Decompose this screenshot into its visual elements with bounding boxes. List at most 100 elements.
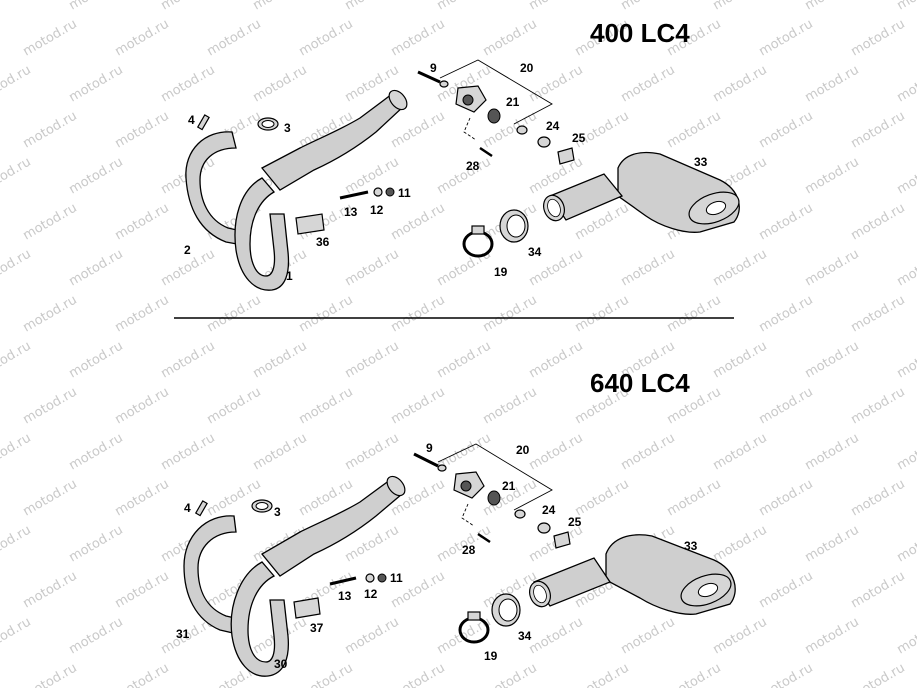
mid-pipe-outlet — [388, 89, 408, 111]
watermark-text: motod.ru — [803, 431, 862, 474]
header-pipe-1 — [234, 177, 290, 291]
watermark-text: motod.ru — [711, 63, 770, 106]
clip-25 — [553, 531, 571, 549]
watermark-text: motod.ru — [527, 0, 586, 13]
watermark-text: motod.ru — [849, 477, 908, 520]
grommet-21 — [487, 490, 501, 506]
callout-21: 21 — [506, 95, 520, 109]
bolt-13 — [339, 190, 369, 200]
watermark-text: motod.ru — [389, 109, 448, 152]
watermark-text: motod.ru — [895, 431, 917, 474]
watermark-text: motod.ru — [67, 339, 126, 382]
watermark-text: motod.ru — [205, 293, 264, 336]
watermark-text: motod.ru — [113, 293, 172, 336]
silencer-33-tip — [697, 582, 719, 598]
callout-20: 20 — [520, 61, 534, 75]
seal-ring-34-inner — [498, 598, 518, 622]
watermark-text: motod.ru — [389, 17, 448, 60]
watermark-text: motod.ru — [343, 0, 402, 13]
hose-clamp-19-screw — [471, 225, 485, 235]
watermark-text: motod.ru — [757, 661, 816, 688]
watermark-text: motod.ru — [849, 109, 908, 152]
watermark-text: motod.ru — [895, 63, 917, 106]
screw-28 — [477, 532, 491, 544]
callout-24: 24 — [546, 119, 560, 133]
watermark-text: motod.ru — [251, 63, 310, 106]
watermark-text: motod.ru — [67, 155, 126, 198]
watermark-text: motod.ru — [21, 109, 80, 152]
watermark-text: motod.ru — [711, 431, 770, 474]
callout-19: 19 — [494, 265, 508, 279]
washer-12 — [365, 573, 375, 583]
watermark-text: motod.ru — [205, 17, 264, 60]
hose-clamp-19-screw — [467, 611, 481, 621]
watermark-text: motod.ru — [67, 247, 126, 290]
washer-24 — [537, 136, 551, 148]
watermark-text: motod.ru — [67, 615, 126, 658]
watermark-text: motod.ru — [343, 431, 402, 474]
washer-12 — [373, 187, 383, 197]
callout-2: 2 — [184, 243, 191, 257]
watermark-text: motod.ru — [895, 155, 917, 198]
watermark-text: motod.ru — [481, 661, 540, 688]
nut-11 — [377, 573, 387, 583]
watermark-text: motod.ru — [711, 339, 770, 382]
watermark-text: motod.ru — [757, 201, 816, 244]
callout-11: 11 — [390, 571, 403, 585]
callout-33: 33 — [684, 539, 698, 553]
watermark-text: motod.ru — [435, 0, 494, 13]
callout-28: 28 — [466, 159, 480, 173]
watermark-text: motod.ru — [481, 293, 540, 336]
bolt-9 — [417, 70, 441, 84]
washer-24-a — [516, 125, 528, 135]
watermark-text: motod.ru — [297, 17, 356, 60]
watermark-text: motod.ru — [895, 523, 917, 566]
spring-4 — [194, 500, 208, 517]
watermark-text: motod.ru — [0, 63, 34, 106]
header-pipe-2 — [185, 131, 249, 247]
watermark-text: motod.ru — [67, 63, 126, 106]
watermark-text: motod.ru — [251, 0, 310, 13]
watermark-text: motod.ru — [849, 661, 908, 688]
watermark-text: motod.ru — [619, 63, 678, 106]
lead-20-box — [437, 443, 553, 511]
watermark-text: motod.ru — [113, 109, 172, 152]
nut-11 — [385, 187, 395, 197]
watermark-text: motod.ru — [803, 523, 862, 566]
watermark-text: motod.ru — [711, 615, 770, 658]
grommet-21 — [487, 108, 501, 124]
watermark-text: motod.ru — [757, 293, 816, 336]
callout-31: 31 — [176, 627, 190, 641]
watermark-text: motod.ru — [251, 431, 310, 474]
watermark-text: motod.ru — [435, 155, 494, 198]
watermark-text: motod.ru — [849, 293, 908, 336]
watermark-text: motod.ru — [297, 661, 356, 688]
watermark-text: motod.ru — [297, 293, 356, 336]
watermark-text: motod.ru — [665, 661, 724, 688]
watermark-text: motod.ru — [573, 293, 632, 336]
watermark-text: motod.ru — [21, 201, 80, 244]
watermark-text: motod.ru — [67, 431, 126, 474]
watermark-text: motod.ru — [343, 247, 402, 290]
callout-37: 37 — [310, 621, 324, 635]
watermark-text: motod.ru — [619, 615, 678, 658]
watermark-text: motod.ru — [159, 431, 218, 474]
watermark-text: motod.ru — [0, 155, 34, 198]
callout-11: 11 — [398, 186, 411, 200]
callout-25: 25 — [572, 131, 586, 145]
watermark-text: motod.ru — [619, 0, 678, 13]
watermark-text: motod.ru — [251, 339, 310, 382]
watermark-text: motod.ru — [803, 155, 862, 198]
watermark-text: motod.ru — [113, 569, 172, 612]
sleeve-36 — [295, 213, 325, 235]
watermark-text: motod.ru — [389, 293, 448, 336]
watermark-text: motod.ru — [481, 385, 540, 428]
bracket-20-hole — [460, 480, 472, 492]
watermark-text: motod.ru — [389, 385, 448, 428]
watermark-text: motod.ru — [803, 0, 862, 13]
watermark-text: motod.ru — [803, 339, 862, 382]
bolt-13 — [329, 576, 357, 586]
watermark-text: motod.ru — [343, 339, 402, 382]
washer-9 — [439, 80, 449, 88]
